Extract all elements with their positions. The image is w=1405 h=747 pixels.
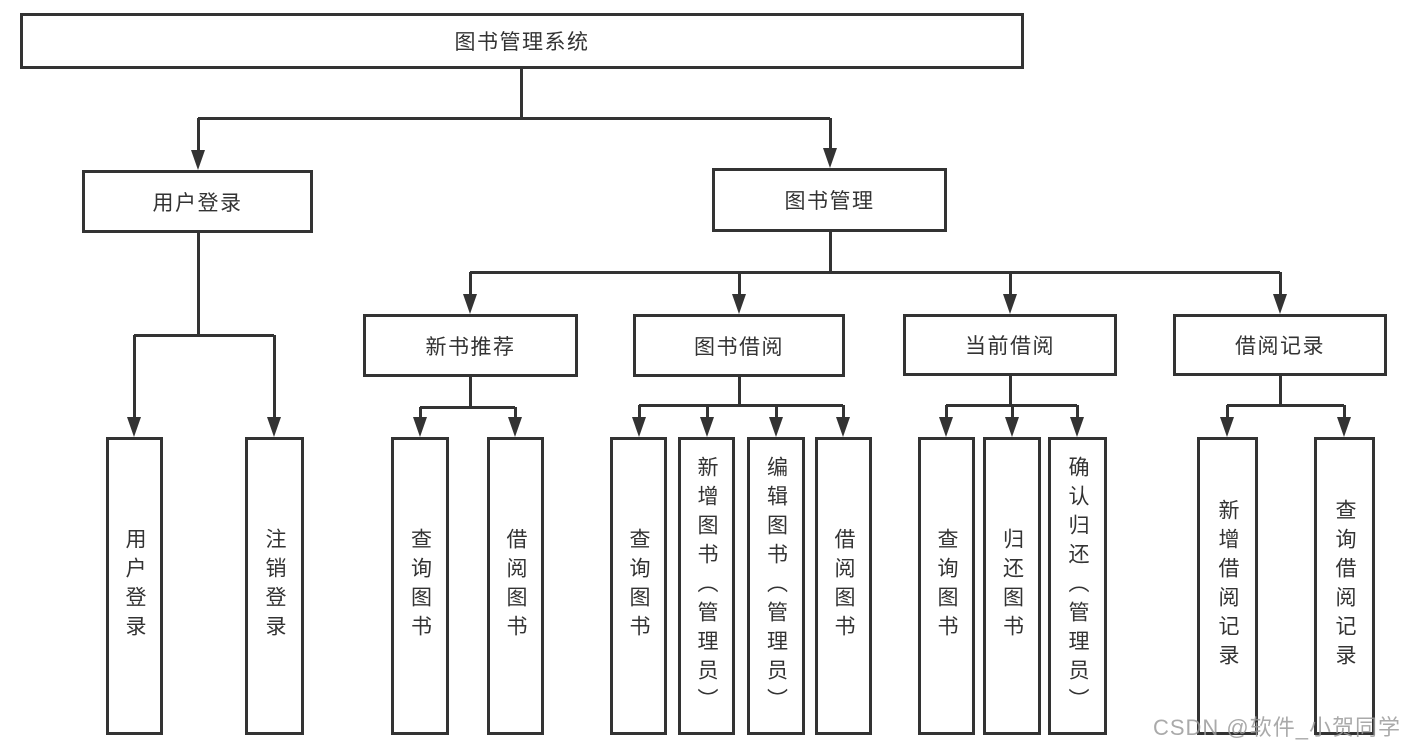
arrowhead-down-icon (1005, 417, 1019, 437)
node-book-management: 图书管理 (712, 168, 947, 232)
node-label: 用户登录 (152, 191, 243, 215)
connector-vline (197, 118, 200, 152)
connector-vline (829, 118, 832, 150)
node-label: 当前借阅 (965, 335, 1055, 358)
connector-vline (273, 335, 276, 419)
leaf-add-book-admin: 新增图书（管理员） (678, 437, 735, 735)
node-user-login: 用户登录 (82, 170, 313, 233)
arrowhead-down-icon (127, 417, 141, 437)
arrowhead-down-icon (508, 417, 522, 437)
connector-hline (470, 271, 1280, 274)
connector-vline (738, 272, 741, 296)
node-label: 编辑图书（管理员） (764, 455, 788, 717)
arrowhead-down-icon (769, 417, 783, 437)
connector-hline (639, 404, 843, 407)
connector-vline (133, 335, 136, 419)
connector-vline (1009, 272, 1012, 296)
connector-vline (520, 69, 523, 119)
node-label: 新增借阅记录 (1216, 499, 1239, 673)
arrowhead-down-icon (1003, 294, 1017, 314)
arrowhead-down-icon (632, 417, 646, 437)
leaf-query-books-current: 查询图书 (918, 437, 975, 735)
connector-vline (738, 377, 741, 407)
connector-vline (1343, 405, 1346, 419)
connector-vline (1279, 272, 1282, 296)
leaf-borrow-books-borrowing: 借阅图书 (815, 437, 872, 735)
connector-vline (945, 405, 948, 419)
connector-hline (198, 117, 830, 120)
watermark: CSDN @软件_小贺同学 (1152, 715, 1401, 740)
arrowhead-down-icon (732, 294, 746, 314)
node-library-system: 图书管理系统 (20, 13, 1024, 69)
arrowhead-down-icon (700, 417, 714, 437)
node-label: 新增图书（管理员） (695, 455, 718, 717)
leaf-user-login: 用户登录 (106, 437, 163, 735)
arrowhead-down-icon (823, 148, 837, 168)
node-new-book-recommend: 新书推荐 (363, 314, 578, 377)
connector-vline (419, 407, 422, 419)
connector-hline (134, 334, 274, 337)
connector-vline (842, 405, 845, 419)
node-label: 查询图书 (408, 528, 432, 644)
arrowhead-down-icon (939, 417, 953, 437)
node-current-borrowing: 当前借阅 (903, 314, 1117, 376)
connector-vline (706, 405, 709, 419)
node-book-borrowing: 图书借阅 (633, 314, 845, 377)
node-label: 归还图书 (1000, 528, 1024, 644)
connector-vline (469, 377, 472, 409)
leaf-edit-book-admin: 编辑图书（管理员） (747, 437, 805, 735)
node-label: 图书管理 (784, 190, 875, 213)
connector-hline (420, 406, 515, 409)
arrowhead-down-icon (413, 417, 427, 437)
arrowhead-down-icon (191, 150, 205, 170)
connector-vline (1011, 405, 1014, 419)
connector-vline (1279, 376, 1282, 407)
connector-vline (638, 405, 641, 419)
leaf-confirm-return-admin: 确认归还（管理员） (1048, 437, 1107, 735)
arrowhead-down-icon (1337, 417, 1351, 437)
node-label: 图书借阅 (694, 335, 784, 359)
leaf-query-books-borrowing: 查询图书 (610, 437, 667, 735)
connector-vline (469, 272, 472, 296)
arrowhead-down-icon (463, 294, 477, 314)
node-label: 确认归还（管理员） (1066, 455, 1089, 717)
leaf-query-borrow-record: 查询借阅记录 (1314, 437, 1375, 735)
connector-vline (514, 407, 517, 419)
connector-vline (775, 405, 778, 419)
node-label: 图书管理系统 (454, 31, 590, 54)
node-label: 用户登录 (123, 528, 146, 644)
node-label: 查询借阅记录 (1333, 499, 1356, 673)
node-label: 查询图书 (935, 528, 958, 644)
connector-vline (197, 233, 200, 337)
leaf-borrow-books-recommend: 借阅图书 (487, 437, 544, 735)
leaf-logout: 注销登录 (245, 437, 304, 735)
arrowhead-down-icon (1273, 294, 1287, 314)
arrowhead-down-icon (836, 417, 850, 437)
leaf-return-book: 归还图书 (983, 437, 1041, 735)
node-label: 新书推荐 (425, 335, 516, 359)
node-label: 查询图书 (627, 528, 650, 644)
connector-hline (1227, 404, 1344, 407)
connector-vline (829, 232, 832, 274)
node-label: 借阅图书 (504, 528, 527, 644)
connector-vline (1076, 405, 1079, 419)
connector-vline (1226, 405, 1229, 419)
node-borrowing-records: 借阅记录 (1173, 314, 1387, 376)
connector-vline (1009, 376, 1012, 407)
arrowhead-down-icon (1220, 417, 1234, 437)
leaf-add-borrow-record: 新增借阅记录 (1197, 437, 1258, 735)
arrowhead-down-icon (267, 417, 281, 437)
leaf-query-books-recommend: 查询图书 (391, 437, 449, 735)
arrowhead-down-icon (1070, 417, 1084, 437)
node-label: 借阅记录 (1235, 335, 1325, 358)
node-label: 注销登录 (263, 528, 286, 644)
node-label: 借阅图书 (832, 528, 855, 644)
